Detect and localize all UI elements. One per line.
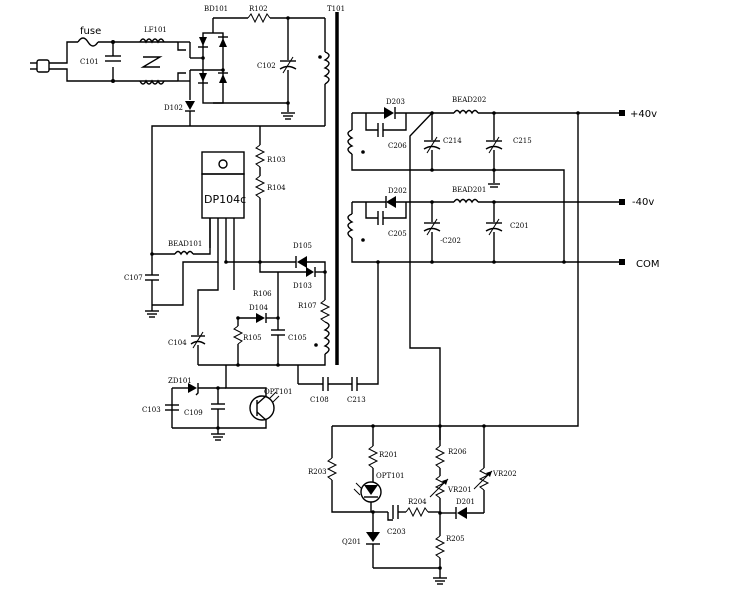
r107-label: R107	[298, 302, 317, 310]
d102-diode	[151, 81, 325, 262]
r203-label: R203	[308, 468, 327, 476]
fuse-symbol	[77, 37, 99, 47]
c102-capacitor	[213, 18, 297, 120]
minus40v-label: -40v	[632, 197, 654, 208]
lf101-line-filter	[139, 38, 190, 85]
bead101-label: BEAD101	[168, 240, 202, 248]
lf101-label: LF101	[144, 26, 167, 34]
c102-label: C102	[257, 62, 276, 70]
c203-label: C203	[387, 528, 406, 536]
feedback-lines	[409, 112, 579, 440]
primary-feedback-section	[165, 262, 258, 441]
r105-label: R105	[243, 334, 262, 342]
plus40v-label: +40v	[630, 109, 657, 120]
opt101-top-label: OPT101	[264, 388, 292, 396]
d105-d103-diodes	[224, 248, 327, 300]
t101-label: T101	[327, 5, 345, 13]
c108-c213	[297, 262, 379, 391]
r103-label: R103	[267, 156, 286, 164]
c213-label: C213	[347, 396, 366, 404]
q201-label: Q201	[342, 538, 361, 546]
bead201-label: BEAD201	[452, 186, 486, 194]
c108-label: C108	[310, 396, 329, 404]
fuse-label: fuse	[80, 26, 101, 37]
vr202-label: VR202	[492, 470, 517, 478]
c201-label: C201	[510, 222, 529, 230]
c101-label: C101	[80, 58, 99, 66]
zd101-label: ZD101	[168, 377, 192, 385]
d104-label: D104	[249, 304, 269, 312]
secondary-feedback-circuit	[326, 424, 493, 585]
c205-label: C205	[388, 230, 407, 238]
secondary-winding-2	[347, 196, 625, 265]
bd101-label: BD101	[204, 5, 228, 13]
d202-label: D202	[388, 187, 407, 195]
input-wiring	[49, 40, 178, 83]
r106-label: R106	[253, 290, 272, 298]
bead202-label: BEAD202	[452, 96, 486, 104]
r206-label: R206	[448, 448, 467, 456]
r104-label: R104	[267, 184, 286, 192]
c105-label: C105	[288, 334, 307, 342]
c107-label: C107	[124, 274, 143, 282]
r204-label: R204	[408, 498, 427, 506]
c206-label: C206	[388, 142, 407, 150]
c202-label: ·C202	[440, 237, 461, 245]
secondary-winding-1	[347, 107, 625, 262]
dp104c-label: DP104c	[204, 193, 246, 206]
r102-resistor	[212, 12, 325, 33]
d103-label: D103	[293, 282, 312, 290]
c214-label: C214	[443, 137, 462, 145]
t101-transformer	[314, 12, 339, 365]
r102-label: R102	[249, 5, 268, 13]
opt101-bottom-label: OPT101	[376, 472, 404, 480]
d201-label: D201	[456, 498, 475, 506]
vr201-label: VR201	[447, 486, 472, 494]
opt101-primary-transistor	[249, 387, 280, 429]
com-label: COM	[636, 259, 659, 270]
c215-label: C215	[513, 137, 532, 145]
opt101-secondary-led-icon	[353, 481, 382, 512]
r103-r104-resistors	[254, 126, 266, 262]
ac-plug-icon	[30, 59, 50, 73]
r107-resistor	[226, 299, 331, 366]
c109-label: C109	[184, 409, 203, 417]
c104-label: C104	[168, 339, 187, 347]
bd101-bridge-rectifier	[189, 32, 228, 104]
c103-label: C103	[142, 406, 161, 414]
d105-label: D105	[293, 242, 312, 250]
r205-label: R205	[446, 535, 465, 543]
bead101-c107	[145, 218, 219, 318]
d203-label: D203	[386, 98, 405, 106]
r106-d104-r105-c105	[232, 248, 285, 367]
d102-label: D102	[164, 104, 183, 112]
r201-label: R201	[379, 451, 398, 459]
